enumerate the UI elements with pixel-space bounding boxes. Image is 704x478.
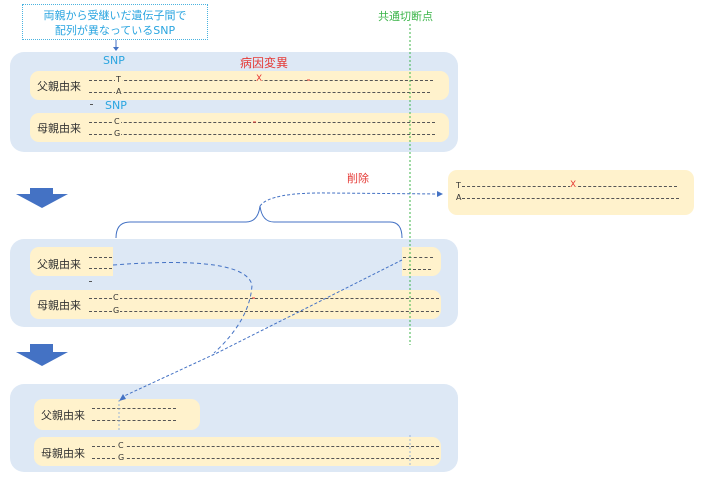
maternal-strip-2: [30, 290, 441, 319]
paternal-fragment-bottom-2: [89, 268, 112, 269]
down-arrow-2-icon: [16, 344, 68, 366]
maternal-strand-top-3: [92, 446, 439, 447]
deleted-base-t: T: [455, 181, 462, 190]
pathogenic-mutation-label: 病因変異: [240, 56, 289, 70]
paternal-strip-2-right: [402, 247, 441, 276]
common-breakpoint-label: 共通切断点: [378, 10, 433, 23]
deleted-mutation-x: X: [570, 180, 577, 190]
paternal-strip-1: [30, 71, 449, 100]
maternal-strip-3: [34, 437, 441, 466]
snp-marker-dot-2: [89, 281, 92, 282]
maternal-label-2: 母親由来: [37, 299, 81, 312]
maternal-strand-bottom-2: [89, 311, 439, 312]
base-t: T: [115, 75, 122, 84]
maternal-strand-bottom-3: [92, 458, 439, 459]
maternal-strand-top-2: [89, 298, 439, 299]
paternal-strand-top-3: [92, 408, 176, 409]
rejoin-curve: [112, 262, 253, 354]
maternal-strand-top-1: [89, 122, 435, 123]
deleted-strand-top: [462, 186, 677, 187]
maternal-label-3: 母親由来: [41, 447, 85, 460]
base-g-2: G: [112, 306, 121, 315]
snp-marker-dot: [90, 104, 93, 105]
paternal-remnant-bottom-2: [403, 269, 431, 270]
rejoin-arrowhead: [119, 394, 126, 401]
rejoin-arrow: [121, 259, 403, 398]
maternal-strand-bottom-1: [89, 134, 435, 135]
maternal-label-1: 母親由来: [37, 122, 81, 135]
base-g: G: [113, 129, 122, 138]
deletion-arrowhead: [437, 191, 443, 197]
paternal-strand-bottom-1: [89, 92, 430, 93]
paternal-strip-2-left: [30, 247, 113, 276]
snp-callout: 両親から受継いだ遺伝子間で 配列が異なっているSNP: [22, 4, 208, 40]
base-c-3: C: [117, 441, 125, 450]
deletion-arrow: [259, 192, 439, 207]
paternal-label-3: 父親由来: [41, 409, 85, 422]
deletion-label: 削除: [347, 172, 369, 185]
base-c-2: C: [112, 293, 120, 302]
paternal-label-2: 父親由来: [37, 258, 81, 271]
mutation-x: X: [256, 74, 263, 84]
base-a: A: [115, 87, 123, 96]
maternal-strip-1: [30, 113, 449, 142]
deleted-fragment: [448, 170, 694, 215]
callout-arrowhead: [113, 47, 119, 51]
down-arrow-1-icon: [16, 188, 68, 208]
snp-label-maternal: SNP: [105, 99, 127, 112]
paternal-label-1: 父親由来: [37, 80, 81, 93]
paternal-strip-3: [34, 399, 200, 430]
callout-line-2: 配列が異なっているSNP: [54, 24, 176, 37]
deleted-region-brace: [115, 205, 403, 239]
callout-line-1: 両親から受継いだ遺伝子間で: [43, 9, 187, 22]
paternal-strand-bottom-3: [92, 420, 176, 421]
deleted-strand-bottom: [462, 198, 679, 199]
base-c: C: [113, 117, 121, 126]
base-g-3: G: [117, 453, 126, 462]
paternal-fragment-top-2: [89, 257, 112, 258]
paternal-remnant-top-2: [403, 257, 433, 258]
deleted-base-a: A: [455, 193, 463, 202]
snp-label-paternal: SNP: [103, 54, 125, 67]
